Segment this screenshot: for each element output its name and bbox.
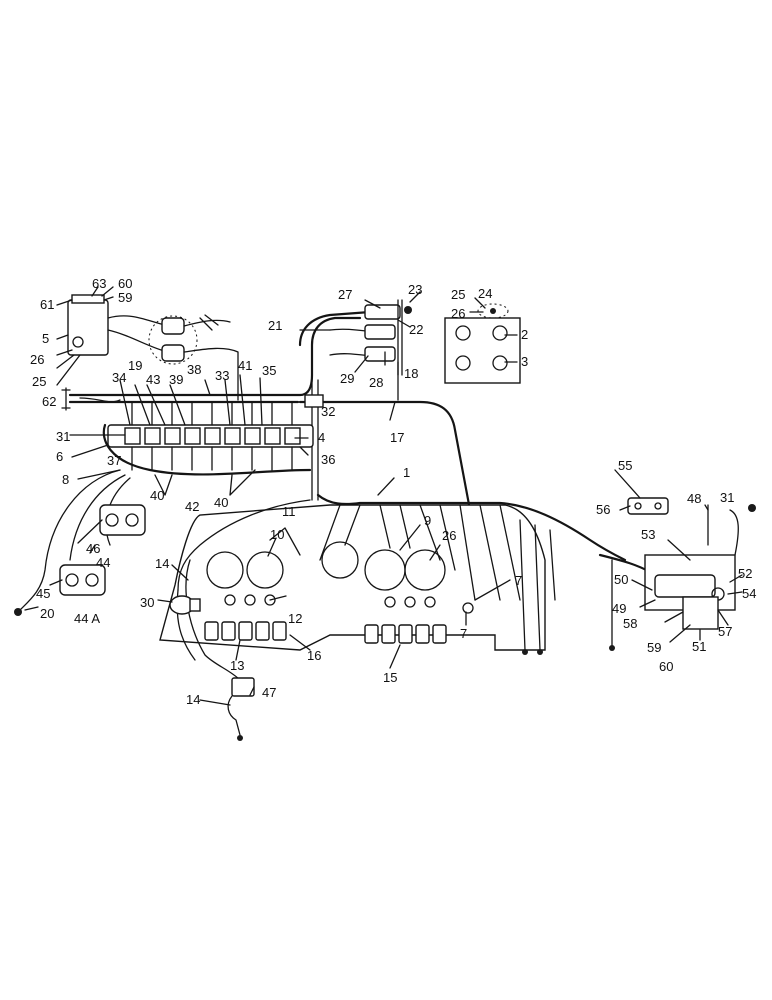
callout-46: 46: [86, 541, 100, 556]
callout-47: 47: [262, 685, 276, 700]
control-box: [67, 294, 169, 356]
callout-22: 22: [409, 322, 423, 337]
callout-35: 35: [262, 363, 276, 378]
upper-connectors: [298, 299, 412, 376]
callout-7b: 7: [460, 626, 467, 641]
callout-54: 54: [742, 586, 756, 601]
callout-41: 41: [238, 358, 252, 373]
callout-36: 36: [321, 452, 335, 467]
callout-17: 17: [390, 430, 404, 445]
callout-51: 51: [692, 639, 706, 654]
callout-12: 12: [288, 611, 302, 626]
callout-7a: 7: [515, 573, 522, 588]
callout-10: 10: [270, 527, 284, 542]
left-loom: [19, 423, 312, 611]
callout-60b: 60: [659, 659, 673, 674]
callout-62: 62: [42, 394, 56, 409]
callout-11: 11: [282, 504, 296, 519]
callout-labels: 1 2 3 4 5 6 7 7 8 9 10 11 12 13 14 14 15…: [30, 276, 756, 707]
callout-48: 48: [687, 491, 701, 506]
callout-6: 6: [56, 449, 63, 464]
callout-42: 42: [185, 499, 199, 514]
callout-9: 9: [424, 513, 431, 528]
callout-40a: 40: [150, 488, 164, 503]
callout-2: 2: [521, 327, 528, 342]
fuse-connector-strip: [107, 401, 314, 471]
callout-57: 57: [718, 624, 732, 639]
callout-5: 5: [42, 331, 49, 346]
box-connectors: [148, 314, 239, 401]
callout-61: 61: [40, 297, 54, 312]
callout-53: 53: [641, 527, 655, 542]
callout-44a: 44 A: [74, 611, 100, 626]
callout-56: 56: [596, 502, 610, 517]
callout-40b: 40: [214, 495, 228, 510]
callout-3: 3: [521, 354, 528, 369]
upper-harness: [61, 316, 472, 512]
callout-31b: 31: [720, 490, 734, 505]
callout-25a: 25: [451, 287, 465, 302]
callout-24: 24: [478, 286, 492, 301]
callout-26c: 26: [442, 528, 456, 543]
callout-31a: 31: [56, 429, 70, 444]
callout-27: 27: [338, 287, 352, 302]
callout-21: 21: [268, 318, 282, 333]
callout-44: 44: [96, 555, 110, 570]
callout-45: 45: [36, 586, 50, 601]
callout-4: 4: [318, 430, 325, 445]
callout-8: 8: [62, 472, 69, 487]
callout-52: 52: [738, 566, 752, 581]
callout-23: 23: [408, 282, 422, 297]
callout-63: 63: [92, 276, 106, 291]
callout-19: 19: [128, 358, 142, 373]
callout-26a: 26: [451, 306, 465, 321]
callout-28: 28: [369, 375, 383, 390]
callout-33: 33: [215, 368, 229, 383]
callout-38: 38: [187, 362, 201, 377]
callout-30: 30: [140, 595, 154, 610]
lower-connector: [227, 677, 255, 741]
callout-26b: 26: [30, 352, 44, 367]
callout-18: 18: [404, 366, 418, 381]
callout-60a: 60: [118, 276, 132, 291]
callout-15: 15: [383, 670, 397, 685]
callout-59a: 59: [118, 290, 132, 305]
callout-43: 43: [146, 372, 160, 387]
left-valves: [14, 504, 146, 616]
mounting-plate: [444, 303, 521, 384]
callout-16: 16: [307, 648, 321, 663]
callout-50: 50: [614, 572, 628, 587]
right-switch-assembly: [598, 504, 756, 651]
leader-lines: [24, 286, 743, 706]
callout-55: 55: [618, 458, 632, 473]
callout-25b: 25: [32, 374, 46, 389]
callout-58: 58: [623, 616, 637, 631]
callout-39: 39: [169, 372, 183, 387]
callout-59b: 59: [647, 640, 661, 655]
callout-29: 29: [340, 371, 354, 386]
sender-unit: [169, 595, 201, 615]
callout-20: 20: [40, 606, 54, 621]
callout-34: 34: [112, 370, 126, 385]
callout-14a: 14: [155, 556, 169, 571]
callout-14b: 14: [186, 692, 200, 707]
callout-13: 13: [230, 658, 244, 673]
relay-bracket: [627, 497, 669, 515]
callout-1: 1: [403, 465, 410, 480]
callout-37: 37: [107, 453, 121, 468]
callout-49: 49: [612, 601, 626, 616]
callout-32: 32: [321, 404, 335, 419]
